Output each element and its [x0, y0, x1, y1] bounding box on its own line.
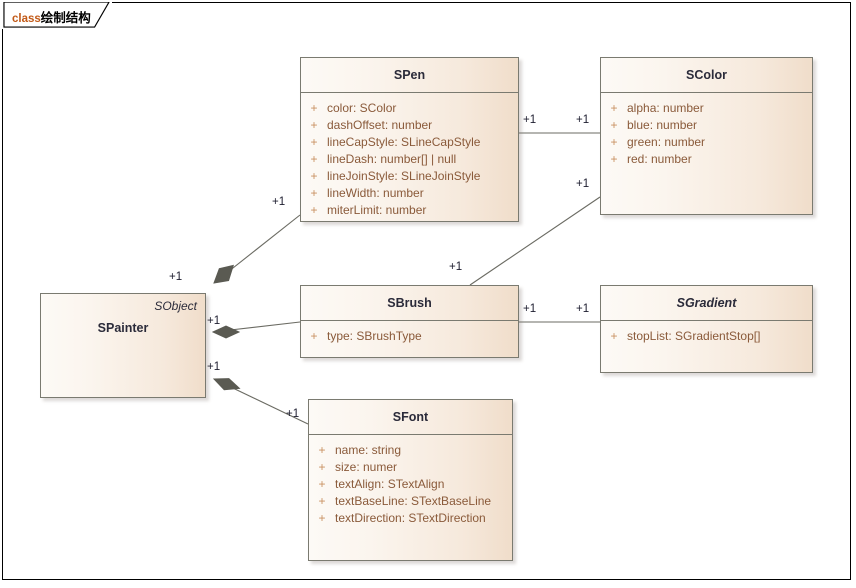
- attribute-signature: blue: number: [627, 117, 698, 132]
- composition-diamond-icon: [211, 325, 241, 339]
- attribute-signature: color: SColor: [327, 100, 397, 115]
- diagram-title-name: 绘制结构: [40, 11, 91, 25]
- class-title-spainter: SPainter: [97, 321, 149, 335]
- attribute-signature: green: number: [627, 134, 706, 149]
- attribute-row: + blue: number: [601, 116, 812, 133]
- attribute-row: + green: number: [601, 133, 812, 150]
- class-title-sgradient: SGradient: [601, 286, 812, 321]
- visibility-marker: +: [610, 117, 618, 132]
- multiplicity-pen-color: +1: [523, 114, 537, 126]
- attribute-signature: stopList: SGradientStop[]: [627, 328, 761, 343]
- multiplicity-painter-pen: +1: [169, 271, 183, 283]
- composition-diamond-icon: [213, 264, 234, 284]
- visibility-marker: +: [310, 328, 318, 343]
- attribute-row: + lineCapStyle: SLineCapStyle: [301, 133, 518, 150]
- multiplicity-pen-painter: +1: [272, 196, 286, 208]
- attribute-row: + dashOffset: number: [301, 116, 518, 133]
- class-attributes-sgradient: + stopList: SGradientStop[]: [601, 321, 812, 350]
- attribute-signature: dashOffset: number: [327, 117, 433, 132]
- link-painter-brush[interactable]: [211, 321, 301, 339]
- class-title-scolor: SColor: [601, 58, 812, 93]
- attribute-row: + lineWidth: number: [301, 184, 518, 201]
- attribute-row: + miterLimit: number: [301, 201, 518, 218]
- attribute-signature: lineDash: number[] | null: [327, 151, 457, 166]
- visibility-marker: +: [310, 202, 318, 217]
- class-title-spen: SPen: [301, 58, 518, 93]
- class-box-spainter[interactable]: SObject SPainter: [40, 293, 206, 398]
- class-title-sbrush: SBrush: [301, 286, 518, 321]
- class-box-scolor[interactable]: SColor + alpha: number + blue: number + …: [600, 57, 813, 215]
- diagram-title: class绘制结构: [12, 7, 91, 26]
- attribute-signature: lineCapStyle: SLineCapStyle: [327, 134, 481, 149]
- class-box-sgradient[interactable]: SGradient + stopList: SGradientStop[]: [600, 285, 813, 373]
- attribute-row: + alpha: number: [601, 99, 812, 116]
- multiplicity-painter-brush: +1: [207, 315, 221, 327]
- attribute-row: + name: string: [309, 441, 512, 458]
- multiplicity-color-brush: +1: [449, 261, 463, 273]
- attribute-row: + textAlign: STextAlign: [309, 475, 512, 492]
- visibility-marker: +: [610, 134, 618, 149]
- class-title-sfont: SFont: [309, 400, 512, 435]
- visibility-marker: +: [318, 476, 326, 491]
- attribute-row: + lineDash: number[] | null: [301, 150, 518, 167]
- visibility-marker: +: [310, 168, 318, 183]
- link-color-brush[interactable]: [469, 196, 601, 286]
- link-painter-font[interactable]: [212, 374, 309, 425]
- class-stereotype-sobject: SObject: [154, 299, 197, 313]
- attribute-signature: size: numer: [335, 459, 398, 474]
- visibility-marker: +: [318, 510, 326, 525]
- class-box-sbrush[interactable]: SBrush + type: SBrushType: [300, 285, 519, 358]
- composition-diamond-icon: [212, 378, 241, 391]
- visibility-marker: +: [318, 442, 326, 457]
- diagram-title-keyword: class: [12, 13, 41, 25]
- visibility-marker: +: [610, 100, 618, 115]
- class-attributes-sfont: + name: string + size: numer + textAlign…: [309, 435, 512, 532]
- attribute-signature: textDirection: STextDirection: [335, 510, 486, 525]
- tab-shape-icon: [3, 2, 110, 28]
- attribute-signature: name: string: [335, 442, 402, 457]
- attribute-signature: textAlign: STextAlign: [335, 476, 445, 491]
- multiplicity-font-painter: +1: [286, 408, 300, 420]
- attribute-row: + textBaseLine: STextBaseLine: [309, 492, 512, 509]
- class-attributes-scolor: + alpha: number + blue: number + green: …: [601, 93, 812, 173]
- attribute-signature: red: number: [627, 151, 692, 166]
- attribute-signature: lineJoinStyle: SLineJoinStyle: [327, 168, 481, 183]
- multiplicity-color-pen: +1: [576, 114, 590, 126]
- visibility-marker: +: [318, 493, 326, 508]
- link-painter-pen[interactable]: [209, 214, 301, 289]
- visibility-marker: +: [610, 328, 618, 343]
- attribute-signature: alpha: number: [627, 100, 704, 115]
- diagram-title-tab: class绘制结构: [2, 2, 112, 29]
- attribute-row: + red: number: [601, 150, 812, 167]
- attribute-row: + size: numer: [309, 458, 512, 475]
- attribute-row: + lineJoinStyle: SLineJoinStyle: [301, 167, 518, 184]
- multiplicity-brush-gradient: +1: [523, 303, 537, 315]
- multiplicity-brush-color: +1: [576, 178, 590, 190]
- attribute-row: + color: SColor: [301, 99, 518, 116]
- diagram-frame-top-edge: [111, 2, 851, 3]
- multiplicity-gradient-brush: +1: [576, 303, 590, 315]
- class-box-spen[interactable]: SPen + color: SColor + dashOffset: numbe…: [300, 57, 519, 222]
- class-attributes-spen: + color: SColor + dashOffset: number + l…: [301, 93, 518, 221]
- class-attributes-sbrush: + type: SBrushType: [301, 321, 518, 350]
- attribute-signature: textBaseLine: STextBaseLine: [335, 493, 492, 508]
- visibility-marker: +: [318, 459, 326, 474]
- visibility-marker: +: [310, 134, 318, 149]
- visibility-marker: +: [310, 185, 318, 200]
- attribute-signature: lineWidth: number: [327, 185, 424, 200]
- visibility-marker: +: [310, 100, 318, 115]
- attribute-row: + type: SBrushType: [301, 327, 518, 344]
- attribute-signature: miterLimit: number: [327, 202, 427, 217]
- visibility-marker: +: [310, 117, 318, 132]
- multiplicity-painter-font: +1: [207, 361, 221, 373]
- visibility-marker: +: [310, 151, 318, 166]
- visibility-marker: +: [610, 151, 618, 166]
- attribute-signature: type: SBrushType: [327, 328, 422, 343]
- attribute-row: + textDirection: STextDirection: [309, 509, 512, 526]
- attribute-row: + stopList: SGradientStop[]: [601, 327, 812, 344]
- class-box-sfont[interactable]: SFont + name: string + size: numer + tex…: [308, 399, 513, 561]
